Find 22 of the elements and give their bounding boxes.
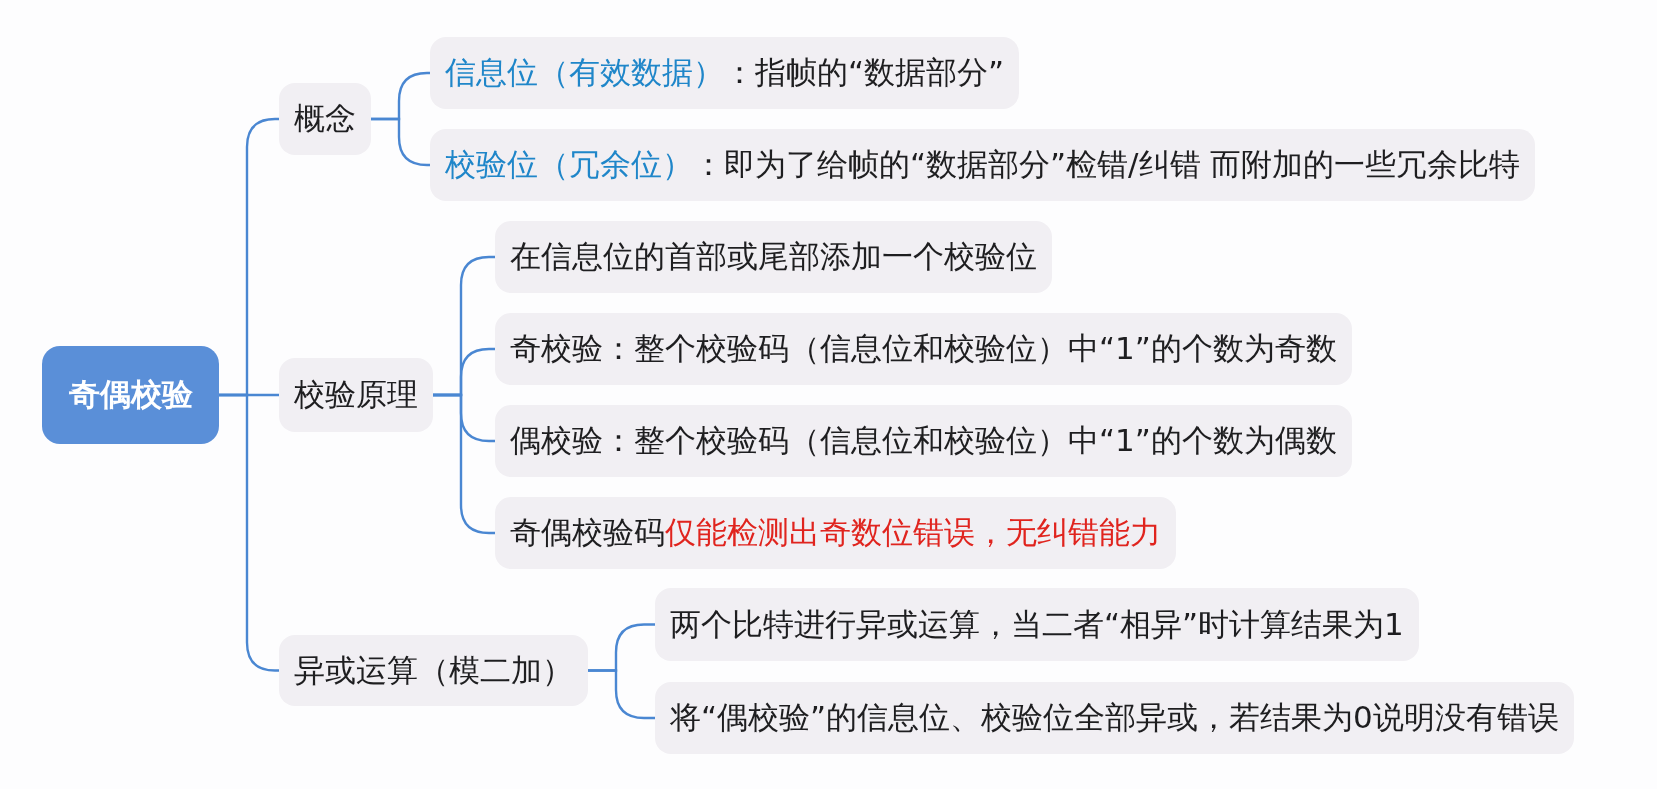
body-text: 奇偶校验码 [510,513,665,552]
subtopic-box: 两个比特进行异或运算，当二者“相异”时计算结果为1 [655,588,1419,661]
subtopic-box [430,129,1536,201]
term-text: 校验位（冗余位） [445,145,693,184]
definition-text: ：指帧的“数据部分” [724,53,1005,92]
subtopic-box: 在信息位的首部或尾部添加一个校验位 [495,221,1052,293]
connector-line [371,117,430,167]
subtopic-box: 奇校验：整个校验码（信息位和校验位）中“1”的个数为奇数 [495,313,1352,385]
topic-box: 异或运算（模二加） [279,635,588,706]
subtopic-box: 将“偶校验”的信息位、校验位全部异或，若结果为0说明没有错误 [655,682,1574,754]
topic-box: 概念 [279,83,371,155]
connector-line [219,393,279,672]
connector-line [433,393,495,535]
subtopic-box [495,497,1176,569]
highlight-text: 仅能检测出奇数位错误，无纠错能力 [665,513,1161,552]
central-topic-box: 奇偶校验 [42,346,219,444]
topic-box: 校验原理 [279,358,433,432]
definition-text: ：即为了给帧的“数据部分”检错/纠错 而附加的一些冗余比特 [693,145,1521,184]
subtopic-box [430,37,1020,109]
term-text: 信息位（有效数据） [445,53,724,92]
subtopic-box: 偶校验：整个校验码（信息位和校验位）中“1”的个数为偶数 [495,405,1352,477]
connector-line [588,669,655,720]
